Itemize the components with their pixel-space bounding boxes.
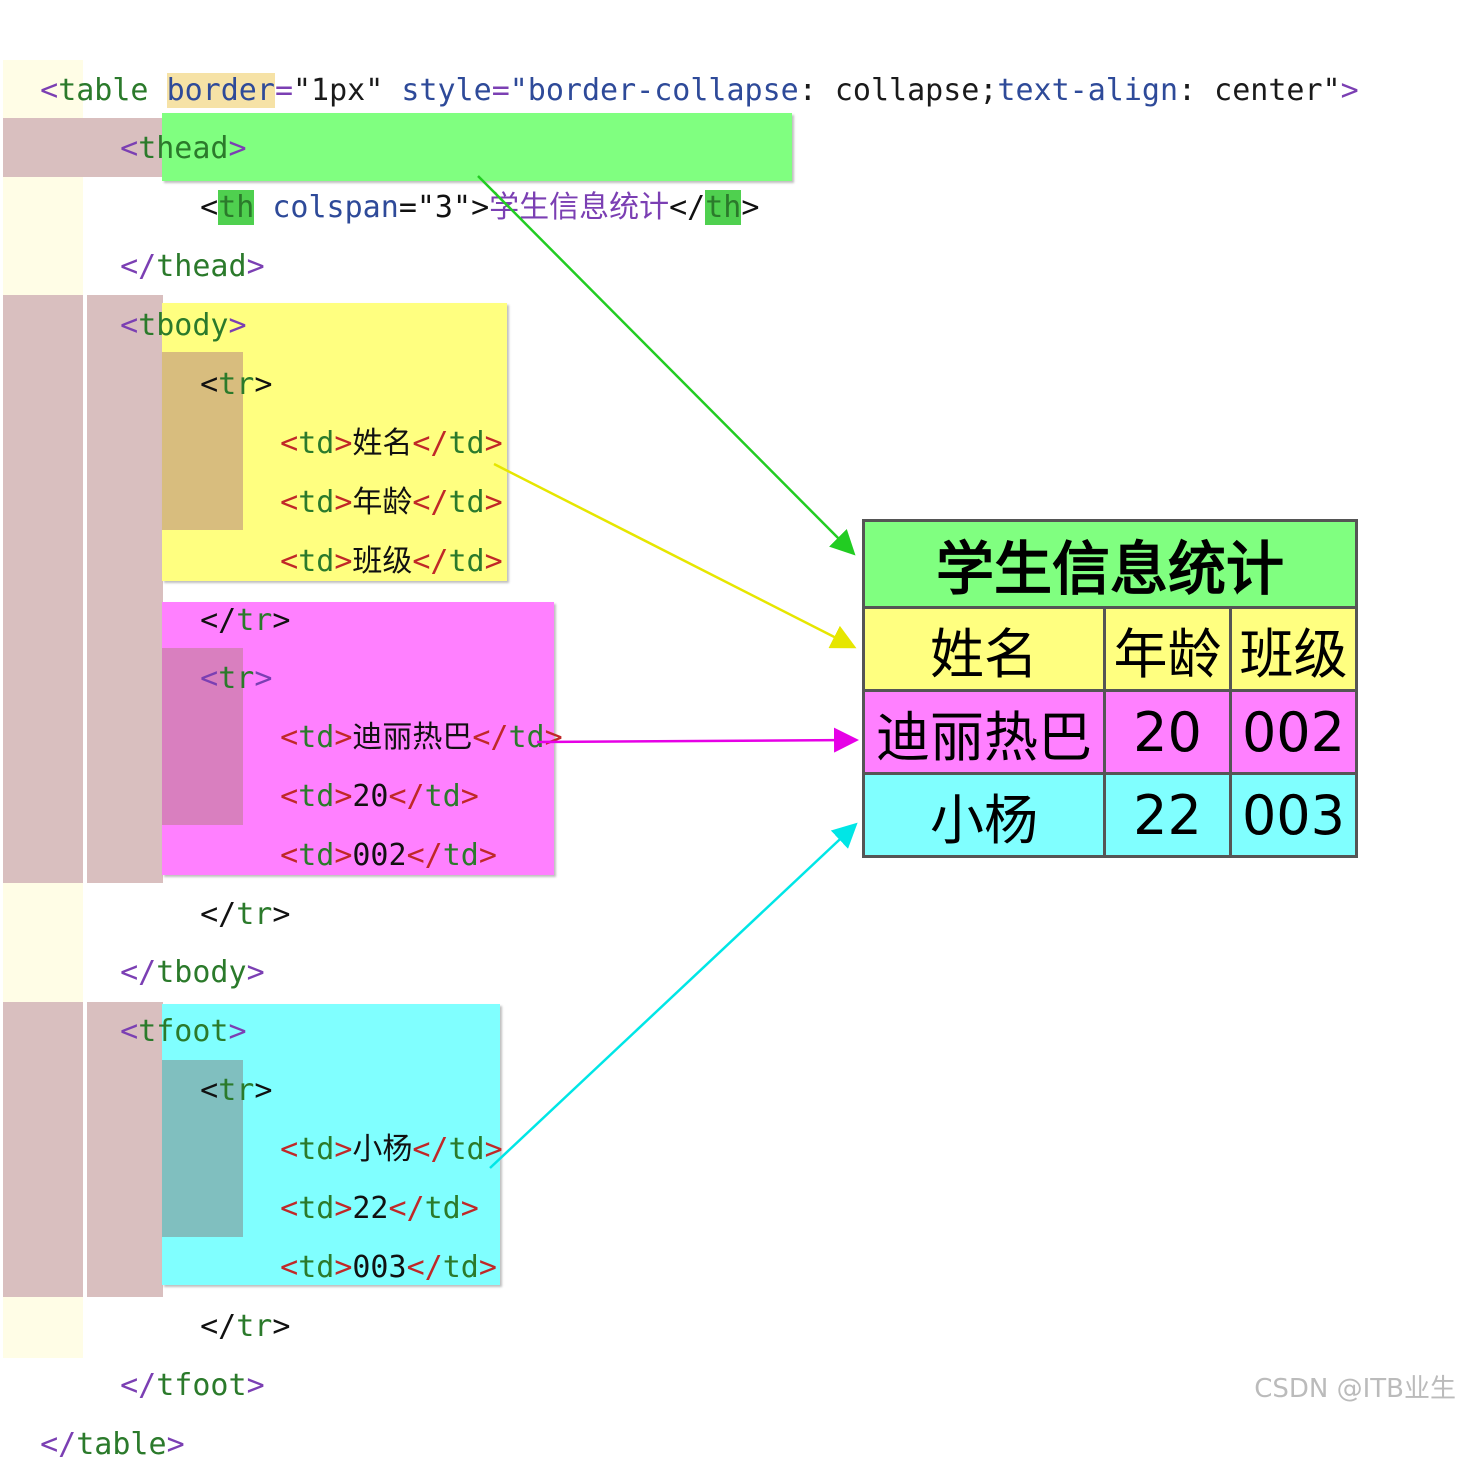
indent-guide-tbody-l1 [3, 295, 83, 883]
code-line-row1-td3: <td>班级</td> [280, 544, 503, 579]
watermark-text: CSDN @ITB业生 [1254, 1374, 1456, 1404]
code-line-table-open: <table border="1px" style="border-collap… [40, 73, 1359, 108]
code-line-row3-tr-open: <tr> [200, 1073, 273, 1108]
result-cell: 22 [1103, 772, 1232, 858]
result-cell: 小杨 [862, 772, 1106, 858]
result-cell: 003 [1229, 772, 1358, 858]
result-cell: 迪丽热巴 [862, 689, 1106, 775]
code-line-row2-td1: <td>迪丽热巴</td> [280, 720, 563, 755]
code-line-tbody-close: </tbody> [120, 955, 265, 990]
row2-indent-shade [162, 648, 243, 825]
result-table: 学生信息统计 姓名 年龄 班级 迪丽热巴 20 002 小杨 22 003 [862, 519, 1358, 858]
result-title-cell: 学生信息统计 [862, 519, 1358, 609]
code-line-row2-tr-open: <tr> [200, 661, 273, 696]
code-line-thead-close: </thead> [120, 249, 265, 284]
indent-guide-level1-th [3, 118, 83, 177]
code-line-tbody-open: <tbody> [120, 308, 247, 343]
code-line-row3-tr-close: </tr> [200, 1309, 291, 1344]
indent-guide-tbody-l2 [87, 295, 163, 883]
code-line-row3-td1: <td>小杨</td> [280, 1132, 503, 1167]
code-line-tfoot-close: </tfoot> [120, 1368, 265, 1403]
arrow-row2 [536, 727, 859, 753]
code-line-row1-tr-close: </tr> [200, 603, 291, 638]
result-data-row: 迪丽热巴 20 002 [862, 689, 1358, 775]
th-highlight-block [162, 113, 792, 181]
code-line-thead-open: <thead> [120, 131, 247, 166]
code-line-row1-td2: <td>年龄</td> [280, 485, 503, 520]
result-header-row: 姓名 年龄 班级 [862, 606, 1358, 692]
code-line-row2-td3: <td>002</td> [280, 838, 497, 873]
code-line-row1-tr-open: <tr> [200, 367, 273, 402]
indent-guide-tfoot-l2 [87, 1002, 163, 1297]
code-line-table-close: </table> [40, 1427, 185, 1462]
code-line-row3-td2: <td>22</td> [280, 1191, 479, 1226]
result-cell: 20 [1103, 689, 1232, 775]
code-line-th: <th colspan="3">学生信息统计</th> [200, 190, 760, 225]
result-foot-row: 小杨 22 003 [862, 772, 1358, 858]
code-line-tfoot-open: <tfoot> [120, 1014, 247, 1049]
row1-indent-shade [162, 352, 243, 530]
result-cell: 年龄 [1103, 606, 1232, 692]
indent-guide-level2 [83, 118, 163, 177]
row3-indent-shade [162, 1060, 243, 1237]
code-line-row3-td3: <td>003</td> [280, 1250, 497, 1285]
result-cell: 姓名 [862, 606, 1106, 692]
result-cell: 班级 [1229, 606, 1358, 692]
code-line-row1-td1: <td>姓名</td> [280, 426, 503, 461]
result-cell: 002 [1229, 689, 1358, 775]
code-line-row2-td2: <td>20</td> [280, 779, 479, 814]
code-line-row2-tr-close: </tr> [200, 897, 291, 932]
arrow-row3 [489, 822, 858, 1169]
indent-guide-tfoot-l1 [3, 1002, 83, 1297]
